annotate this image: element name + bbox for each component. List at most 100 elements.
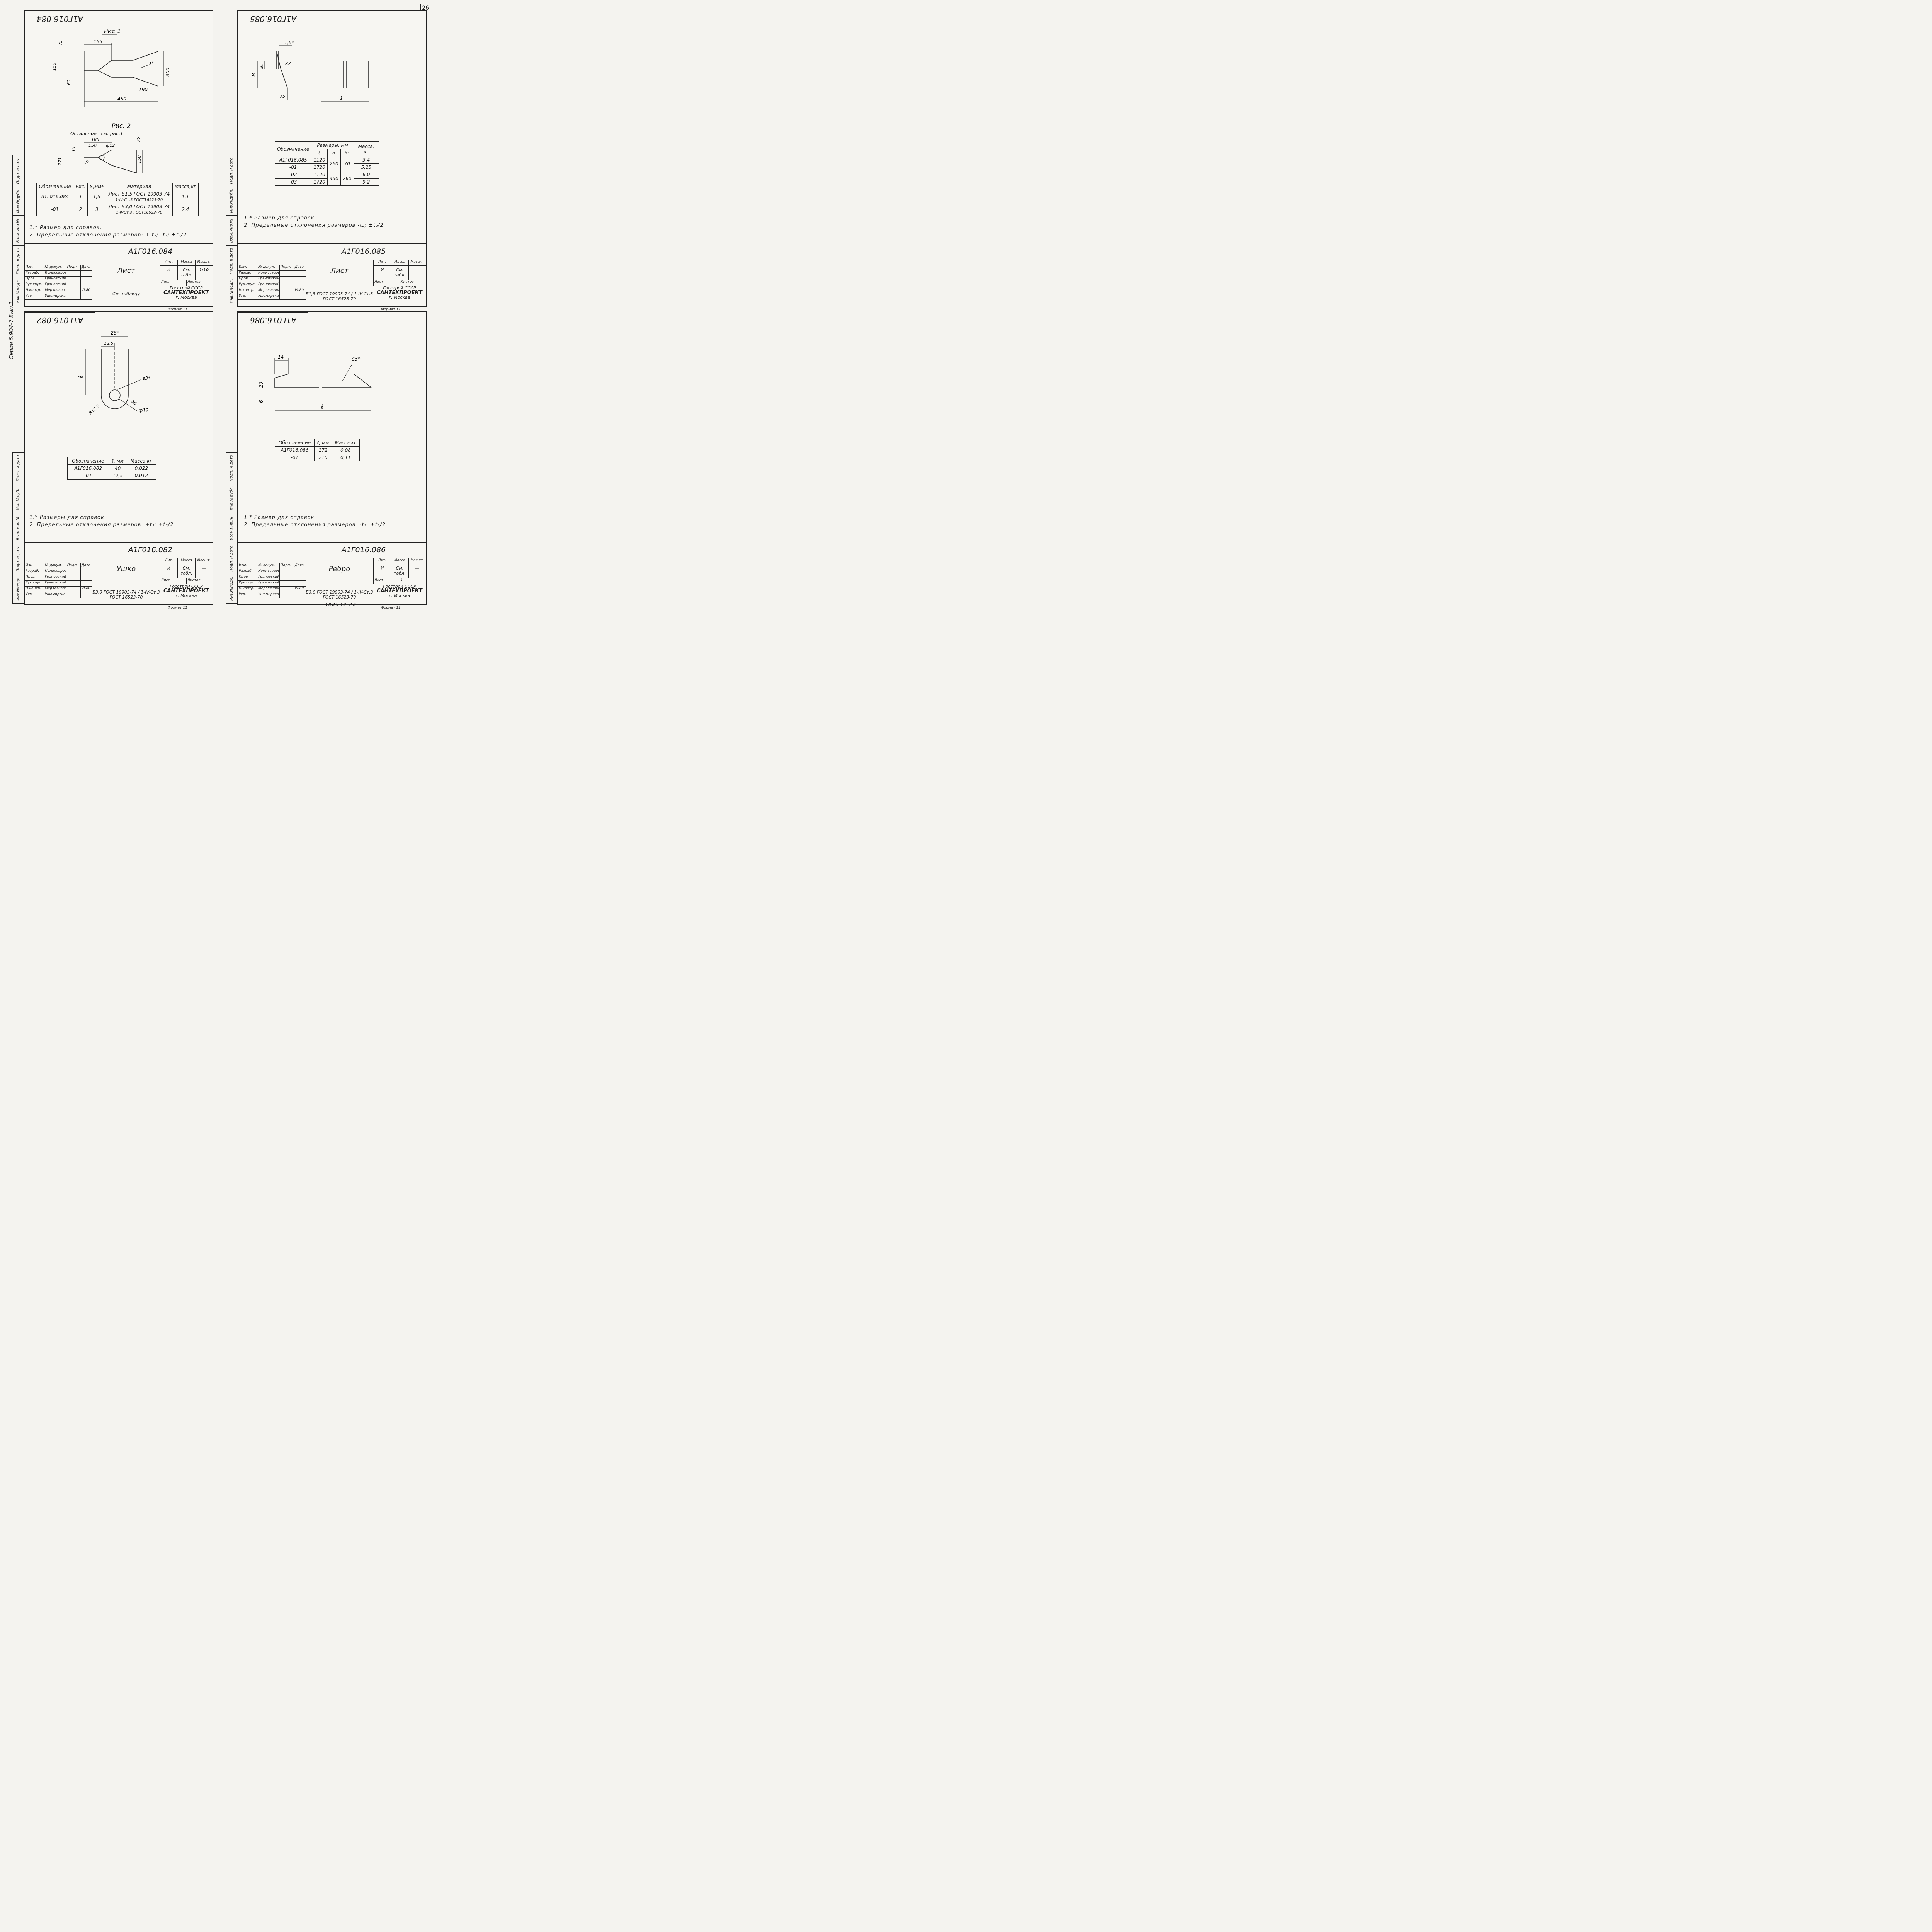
stamp-code: А1Г016.082 bbox=[128, 546, 173, 554]
part-name: Ребро bbox=[328, 565, 350, 573]
format-label: Формат 11 bbox=[168, 308, 187, 311]
drawing-082: 25* 12,5 ℓ s3* R12,5 50 ф12 bbox=[77, 330, 150, 416]
svg-text:300: 300 bbox=[165, 68, 170, 77]
title-block-082: А1Г016.082 Ушко Б3,0 ГОСТ 19903-74 / 1-I… bbox=[25, 542, 213, 610]
side-strip-right-top: Подп. и дата Инв.№дубл. Взам.инв.№ Подп.… bbox=[226, 155, 237, 306]
part-name: Ушко bbox=[116, 565, 136, 573]
side-strip-left-top: Подп. и дата Инв.№дубл. Взам.инв.№ Подп.… bbox=[12, 155, 24, 306]
side-strip-left-bottom: Подп. и дата Инв.№дубл. Взам.инв.№ Подп.… bbox=[12, 452, 24, 604]
svg-text:14: 14 bbox=[278, 354, 284, 360]
th-designation: Обозначение bbox=[36, 183, 74, 190]
table-084: Обозначение Рис. S,мм* Материал Масса,кг… bbox=[36, 183, 199, 216]
drawing-086: 14 s3* 20 6 ℓ bbox=[259, 354, 372, 411]
part-material: Б1,5 ГОСТ 19903-74 / 1-IV-Ст.3 ГОСТ 1652… bbox=[306, 291, 373, 301]
svg-text:ф12: ф12 bbox=[139, 408, 149, 413]
drawing-sheet: 26 Серия 5.904-7 Вып.1 А1Г016.084 Рис.1 … bbox=[0, 0, 434, 610]
svg-text:ℓ: ℓ bbox=[321, 403, 324, 410]
svg-text:50: 50 bbox=[83, 159, 90, 166]
svg-text:60: 60 bbox=[66, 80, 71, 85]
svg-text:s3*: s3* bbox=[143, 376, 150, 381]
title-block-086: А1Г016.086 Ребро Б3,0 ГОСТ 19903-74 / 1-… bbox=[238, 542, 426, 610]
drawing-085: 1,5* B B₁ R2 75 ℓ bbox=[251, 40, 369, 102]
notes-084: 1.* Размер для справок. 2. Предельные от… bbox=[29, 225, 187, 238]
svg-text:25*: 25* bbox=[111, 330, 120, 336]
svg-text:20: 20 bbox=[259, 381, 264, 388]
title-block-085: А1Г016.085 Лист Б1,5 ГОСТ 19903-74 / 1-I… bbox=[238, 243, 426, 311]
stamp-code: А1Г016.085 bbox=[341, 247, 386, 256]
svg-text:171: 171 bbox=[58, 157, 63, 165]
svg-text:s*: s* bbox=[149, 61, 154, 66]
svg-text:R12,5: R12,5 bbox=[88, 404, 101, 416]
svg-text:450: 450 bbox=[117, 96, 126, 102]
svg-text:75: 75 bbox=[136, 137, 141, 142]
notes-085: 1.* Размер для справок 2. Предельные отк… bbox=[244, 215, 384, 228]
th-s: S,мм* bbox=[87, 183, 106, 190]
svg-text:6: 6 bbox=[259, 400, 264, 403]
signature-block: Изм.№ докум.Подп.Дата Разраб.Комиссаров … bbox=[238, 563, 306, 598]
svg-text:s3*: s3* bbox=[352, 356, 361, 362]
stamp-code: А1Г016.086 bbox=[341, 546, 386, 554]
fig2-note: Остальное - см. рис.1 bbox=[70, 131, 123, 136]
sheet-084: А1Г016.084 Рис.1 155 75 150 60 300 190 4… bbox=[24, 10, 213, 311]
sheet-082: А1Г016.082 25* 12,5 ℓ s3* R12,5 50 ф12 О… bbox=[24, 311, 213, 610]
th-material: Материал bbox=[105, 183, 173, 190]
svg-text:B₁: B₁ bbox=[259, 64, 264, 69]
svg-text:15: 15 bbox=[71, 146, 76, 152]
svg-text:50: 50 bbox=[130, 399, 138, 406]
th-mass: Масса,кг bbox=[172, 183, 199, 190]
fig1-title: Рис.1 bbox=[104, 27, 121, 35]
svg-text:ℓ: ℓ bbox=[77, 375, 84, 378]
svg-text:1,5*: 1,5* bbox=[284, 40, 294, 45]
th-fig: Рис. bbox=[73, 183, 88, 190]
title-block-084: А1Г016.084 Лист См. таблицу Изм.№ докум.… bbox=[25, 243, 213, 311]
side-strip-right-bottom: Подп. и дата Инв.№дубл. Взам.инв.№ Подп.… bbox=[226, 452, 237, 604]
svg-text:150: 150 bbox=[88, 143, 97, 148]
signature-block: Изм.№ докум.Подп.Дата Разраб.Комиссаров … bbox=[25, 265, 92, 300]
signature-block: Изм.№ докум.Подп.Дата Разраб.Комиссаров … bbox=[25, 563, 92, 598]
series-label: Серия 5.904-7 Вып.1 bbox=[9, 301, 15, 359]
svg-text:ℓ: ℓ bbox=[340, 95, 343, 101]
part-material: См. таблицу bbox=[112, 291, 140, 296]
format-label: Формат 11 bbox=[381, 606, 401, 610]
drawing-084: Рис.1 155 75 150 60 300 190 450 s* Рис. … bbox=[52, 27, 170, 174]
notes-082: 1.* Размеры для справок 2. Предельные от… bbox=[29, 515, 174, 528]
table-row: А1Г016.084 1 1,5 Лист Б1,5 ГОСТ 19903-74… bbox=[36, 190, 199, 203]
part-name: Лист bbox=[330, 267, 349, 275]
svg-text:B: B bbox=[251, 73, 257, 77]
svg-text:75: 75 bbox=[280, 94, 285, 99]
stamp-code: А1Г016.084 bbox=[128, 247, 173, 256]
format-label: Формат 11 bbox=[168, 606, 187, 610]
signature-block: Изм.№ докум.Подп.Дата Разраб.Комиссаров … bbox=[238, 265, 306, 300]
format-label: Формат 11 bbox=[381, 308, 401, 311]
svg-text:75: 75 bbox=[58, 40, 63, 46]
notes-086: 1.* Размер для справок 2. Предельные отк… bbox=[244, 515, 386, 528]
fig2-title: Рис. 2 bbox=[112, 122, 131, 129]
part-material: Б3,0 ГОСТ 19903-74 / 1-IV-Ст.3 ГОСТ 1652… bbox=[92, 590, 160, 600]
sheet-085: А1Г016.085 1,5* B B₁ R2 75 ℓ Обозначение… bbox=[237, 10, 427, 311]
bottom-id: 400549 26 bbox=[325, 602, 357, 607]
svg-text:12,5: 12,5 bbox=[104, 341, 114, 346]
svg-text:150: 150 bbox=[52, 63, 57, 71]
svg-text:ф12: ф12 bbox=[106, 143, 115, 148]
